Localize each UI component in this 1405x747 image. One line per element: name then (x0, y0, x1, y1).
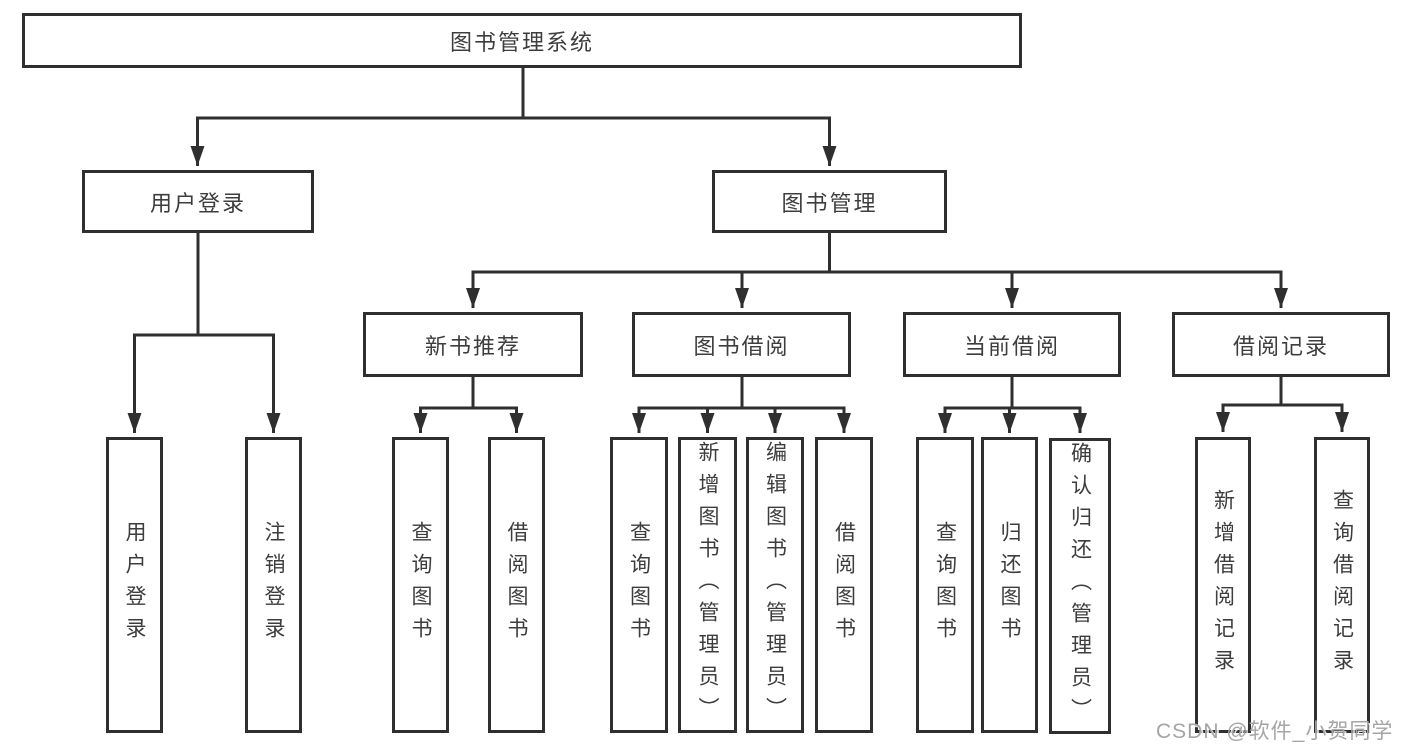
leaf-add-book-admin: 新增图书（管理员） (678, 437, 737, 733)
edge-record-to-query-record (1279, 377, 1349, 432)
node-book-borrow: 图书借阅 (632, 312, 851, 377)
leaf-logout-label: 注销登录 (262, 521, 285, 649)
leaf-newbook-borrow-book-label: 借阅图书 (505, 521, 528, 649)
leaf-edit-book-admin-label: 编辑图书（管理员） (763, 441, 787, 729)
edge-newbook-to-query-book (413, 377, 475, 433)
leaf-confirm-return-admin-label: 确认归还（管理员） (1068, 442, 1092, 730)
edge-bookborrow-to-borrow-book (740, 377, 851, 433)
edge-bookborrow-to-edit-book (740, 377, 782, 433)
edge-currentborrow-to-query-book (938, 377, 1014, 433)
leaf-newbook-query-book: 查询图书 (392, 437, 449, 733)
edge-userlogin-to-logout-leaf (196, 233, 281, 433)
node-library-management-system: 图书管理系统 (22, 13, 1022, 68)
leaf-user-login: 用户登录 (106, 437, 163, 733)
leaf-confirm-return-admin: 确认归还（管理员） (1049, 438, 1111, 734)
edge-root-to-user-login (190, 68, 525, 166)
leaf-newbook-borrow-book: 借阅图书 (488, 437, 545, 733)
edge-newbook-to-borrow-book (471, 377, 524, 433)
leaf-add-book-admin-label: 新增图书（管理员） (696, 441, 719, 729)
leaf-add-borrow-record-label: 新增借阅记录 (1211, 489, 1235, 681)
leaf-return-book-label: 归还图书 (998, 521, 1021, 649)
node-borrow-record: 借阅记录 (1172, 312, 1390, 377)
leaf-current-query-book: 查询图书 (916, 437, 974, 733)
csdn-watermark: CSDN @软件_小贺同学 (1156, 720, 1394, 743)
edge-userlogin-to-login-leaf (127, 233, 200, 433)
node-user-login: 用户登录 (82, 170, 314, 233)
leaf-return-book: 归还图书 (981, 437, 1038, 733)
leaf-query-borrow-record-label: 查询借阅记录 (1330, 489, 1354, 681)
edge-bookborrow-to-query-book (632, 377, 744, 433)
leaf-query-borrow-record: 查询借阅记录 (1314, 437, 1370, 733)
leaf-borrow-query-book-label: 查询图书 (627, 521, 651, 649)
leaf-current-query-book-label: 查询图书 (933, 521, 957, 649)
edge-bookborrow-to-add-book (700, 377, 744, 433)
leaf-borrow-query-book: 查询图书 (610, 437, 668, 733)
leaf-add-borrow-record: 新增借阅记录 (1195, 437, 1251, 733)
edge-currentborrow-to-confirm-return (1010, 377, 1087, 433)
leaf-newbook-query-book-label: 查询图书 (409, 521, 432, 649)
node-current-borrow: 当前借阅 (903, 312, 1121, 377)
edge-bookmgmt-to-book-borrow (735, 233, 831, 308)
node-new-book-recommend: 新书推荐 (363, 312, 583, 377)
leaf-logout: 注销登录 (245, 437, 302, 733)
node-book-management: 图书管理 (712, 170, 947, 233)
edge-root-to-book-management (521, 68, 837, 166)
edge-bookmgmt-to-borrow-record (828, 233, 1288, 308)
leaf-borrow-book-label: 借阅图书 (832, 521, 856, 649)
edge-record-to-add-record (1216, 377, 1283, 432)
leaf-edit-book-admin: 编辑图书（管理员） (746, 437, 804, 733)
leaf-user-login-label: 用户登录 (123, 521, 146, 649)
leaf-borrow-book: 借阅图书 (815, 437, 873, 733)
